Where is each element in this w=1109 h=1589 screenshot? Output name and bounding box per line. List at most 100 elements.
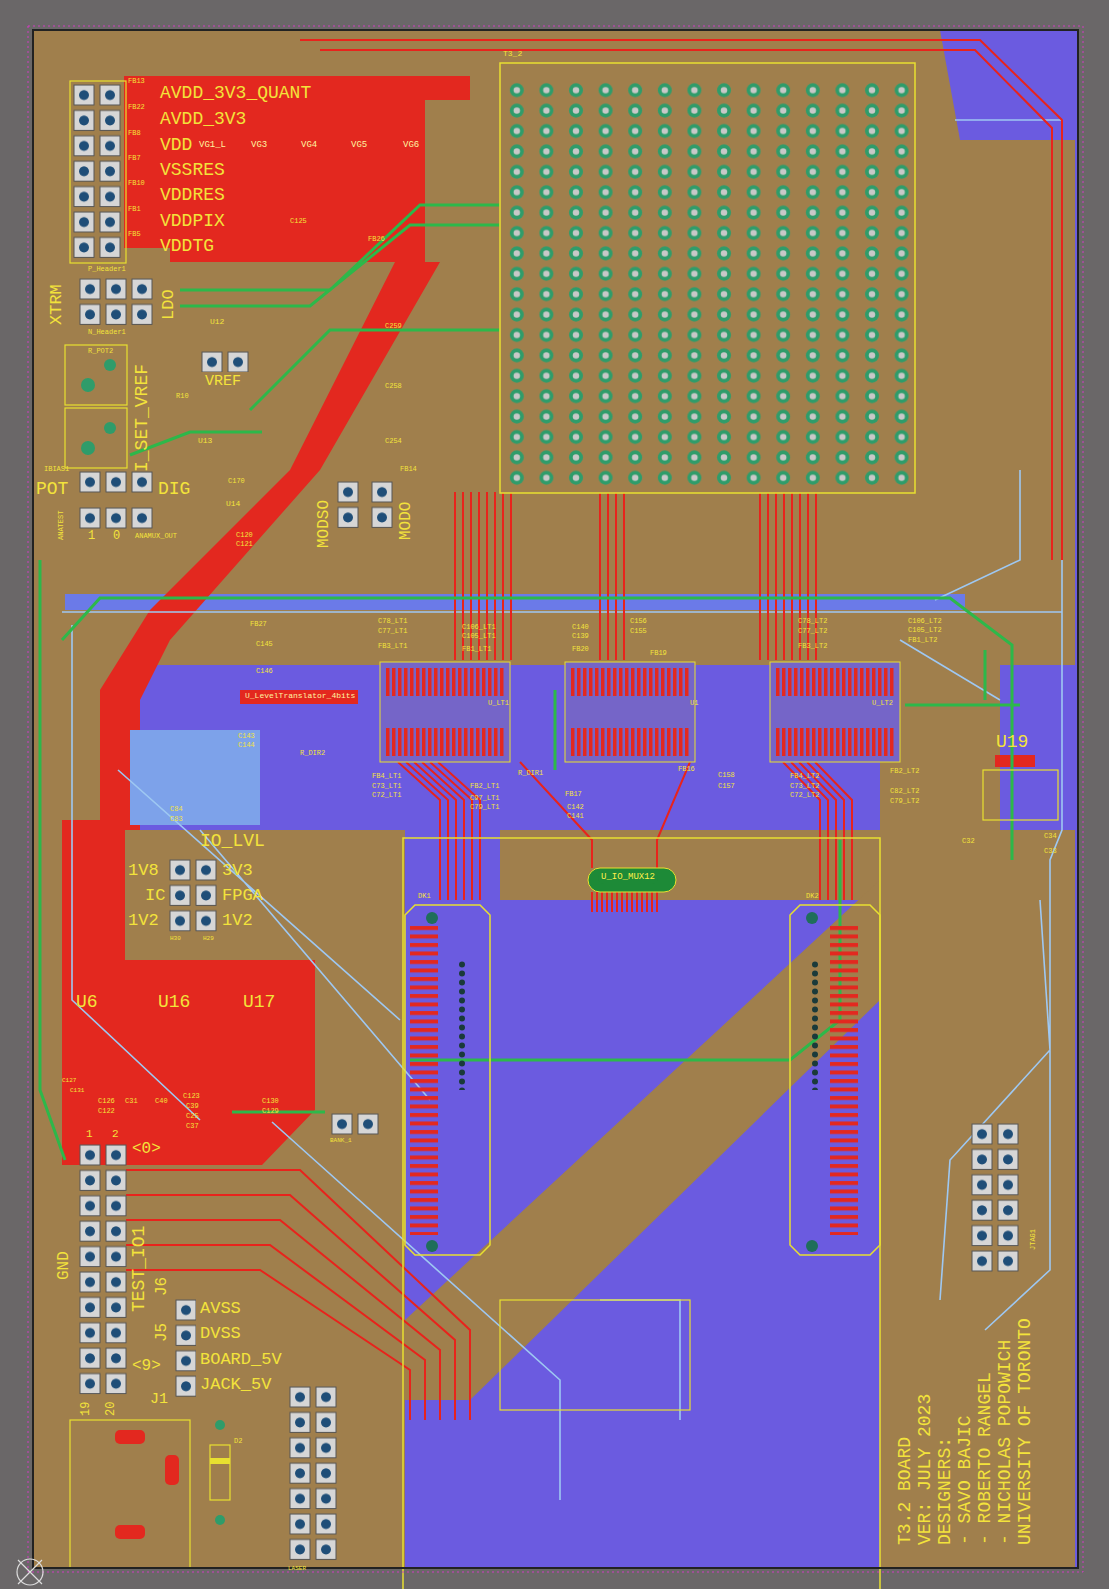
pcb-path [790,905,880,1255]
designator-label: ANATEST [58,511,66,540]
designator-label: C170 [228,478,245,486]
pcb-circle [81,441,95,455]
pcb-g [385,728,505,756]
origin-mark [17,1559,43,1585]
pcb-g [570,728,690,756]
pcb-rect [168,858,220,934]
designator-label: FB17 [565,791,582,799]
pcb-g [502,80,916,488]
designator-label: N_Header1 [88,329,126,337]
pcb-rect [830,925,864,1235]
designator-label: C79_LT1 [470,804,499,812]
pcb-g [78,506,156,530]
chips [380,662,900,762]
silkscreen-label: - SAVO BAJIC [956,1415,976,1545]
designator-label: C123 [183,1093,200,1101]
silkscreen-outlines [65,81,1058,1568]
designator-label: R_DIR2 [300,750,325,758]
designator-label: C37 [186,1123,199,1131]
designator-label: C144 [238,742,255,750]
designator-label: C77_LT1 [378,628,407,636]
pcb-rect [983,770,1058,820]
pcb-path [592,892,657,912]
designator-label: C78_LT2 [798,618,827,626]
pcb-rect [810,960,820,1090]
pcb-circle [426,912,438,924]
designator-label: C145 [256,641,273,649]
chip-pins [385,668,895,756]
designator-label: 20 [105,1402,118,1416]
pcb-g [830,925,864,1235]
pcb-path [880,830,1075,1568]
pcb-circle [104,422,116,434]
pcb-rect [570,728,690,756]
board [33,30,1078,1568]
designator-label: C129 [262,1108,279,1116]
designator-label: IBIAS1 [44,466,69,474]
silkscreen-label: 1V2 [222,912,253,931]
silkscreen-label: BOARD_5V [200,1351,282,1370]
copper-pour [33,30,1075,1568]
pcb-rect [400,139,422,152]
designator-label: R_DIR1 [518,770,543,778]
silkscreen-label: DESIGNERS: [936,1437,956,1545]
designator-label: ANAMUX_OUT [135,533,177,541]
designator-label: BANK_1 [330,1138,352,1145]
pcb-rect [502,80,916,488]
pcb-rect [200,350,252,372]
designator-label: FB10 [128,180,145,188]
designator-label: C259 [385,323,402,331]
silkscreen-label: MODO [398,502,416,540]
purple-pour [940,30,1075,140]
pcb-path [398,762,852,900]
designator-label: C158 [718,772,735,780]
pcb-rect [970,1122,1022,1274]
designator-label: LASER [288,1566,306,1573]
pcb-rect [775,728,895,756]
designator-label: C105_LT2 [908,627,942,635]
designator-label: JTAG1 [1030,1229,1038,1250]
designator-label: C84 [170,806,183,814]
silkscreen-label: GND [56,1251,74,1280]
designator-label: DK2 [806,893,819,901]
designator-label: FB16 [678,766,695,774]
pcb-g [72,83,124,261]
designator-label: FB1_LT1 [462,646,491,654]
designator-label: C105_LT1 [462,633,496,641]
designator-label: C33 [1044,848,1057,856]
silkscreen-label: J1 [150,1392,168,1409]
keepout-line [28,26,1083,1572]
pcb-g [174,1298,196,1400]
pcb-rect [298,139,320,152]
silkscreen-label: MODSO [316,500,334,548]
designator-label: FB7 [128,155,141,163]
silkscreen-label: I_SET_VREF [133,364,153,472]
silkscreen-label: IO_LVL [200,832,265,852]
pcb-rect [78,506,156,530]
pcb-rect [570,668,690,696]
pcb-rect [248,139,270,152]
pcb-g [370,480,396,530]
pcb-circle [81,378,95,392]
silkscreen-label: VDDPIX [160,212,225,232]
pcb-circle [806,912,818,924]
pcb-rect [770,662,900,762]
pcb-rect [565,662,695,762]
pcb-g [200,350,252,372]
pcb-rect [115,1525,145,1539]
designator-label: C31 [125,1098,138,1106]
pcb-rect [403,838,880,1589]
pcb-g [78,470,156,495]
designator-label: 1 [88,530,95,543]
silkscreen-label: UNIVERSITY OF TORONTO [1016,1318,1036,1545]
silkscreen-label: AVSS [200,1300,241,1319]
silkscreen-label: <9> [132,1358,161,1376]
pcb-rect [78,277,156,328]
designator-label: VG1_L [198,141,227,151]
designator-label: C139 [572,633,589,641]
silkscreen-label: 1V8 [128,862,159,881]
silkscreen-label: TEST_IO1 [130,1226,150,1312]
red-traces [126,40,1062,1420]
designator-label: VG5 [350,141,368,151]
